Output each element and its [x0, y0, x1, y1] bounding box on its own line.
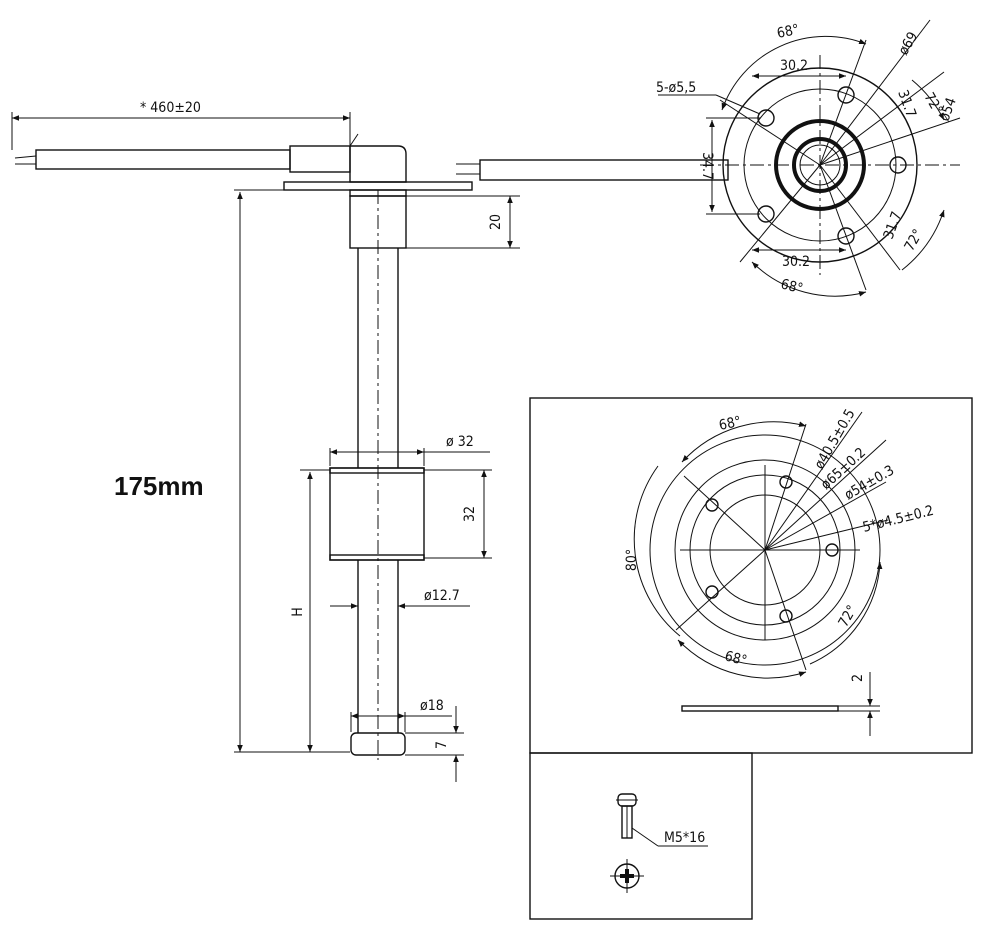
template-angle-top: 68° — [718, 414, 743, 434]
flange-height-label: 20 — [488, 214, 504, 230]
side-float — [329, 467, 425, 561]
template-frame — [529, 397, 973, 754]
top-chord-bottom: 30.2 — [782, 254, 810, 270]
template-gasket-thickness: 2 — [850, 674, 866, 682]
top-dist-right-top: 31.7 — [894, 88, 919, 120]
top-chord-top: 30.2 — [780, 58, 808, 74]
side-foot — [350, 732, 406, 756]
cable-length-label: * 460±20 — [140, 100, 201, 116]
template-angle-left: 80° — [624, 549, 640, 571]
top-cable — [456, 159, 729, 181]
tube-diameter-label: ø12.7 — [424, 588, 460, 604]
foot-diameter-label: ø18 — [420, 698, 444, 714]
side-view: * 460±20 20 ø 32 32 ø12.7 H ø18 — [11, 100, 520, 782]
screw-label: M5*16 — [664, 830, 705, 846]
top-dist-right-bottom: 31.7 — [881, 210, 906, 242]
top-bolt-circle-label: ø54 — [937, 96, 960, 124]
overall-length-label: 175mm — [114, 471, 204, 501]
screw-view: M5*16 — [529, 752, 753, 920]
screw-frame — [529, 752, 753, 920]
top-view: 5-ø5,5 68° 30.2 ø69 72° 31.7 ø54 34.7 31… — [456, 19, 961, 297]
side-cable — [14, 133, 407, 183]
foot-height-label: 7 — [434, 741, 450, 749]
top-cable-offset: 34.7 — [699, 152, 715, 180]
top-angle-top: 68° — [776, 22, 801, 42]
template-angle-bottom: 68° — [723, 648, 749, 669]
template-holes — [705, 475, 839, 623]
top-angle-bottom: 68° — [779, 276, 805, 297]
float-diameter-label: ø 32 — [446, 434, 474, 450]
side-tube — [357, 190, 399, 760]
height-h-label: H — [290, 607, 306, 616]
top-holes-label: 5-ø5,5 — [656, 80, 696, 96]
template-gasket — [681, 705, 839, 712]
float-height-label: 32 — [462, 506, 478, 522]
template-view: 68° ø40.5±0.5 ø65±0.2 ø54±0.3 5*ø4.5±0.2… — [529, 397, 973, 754]
top-outer-diameter: ø69 — [896, 29, 922, 58]
